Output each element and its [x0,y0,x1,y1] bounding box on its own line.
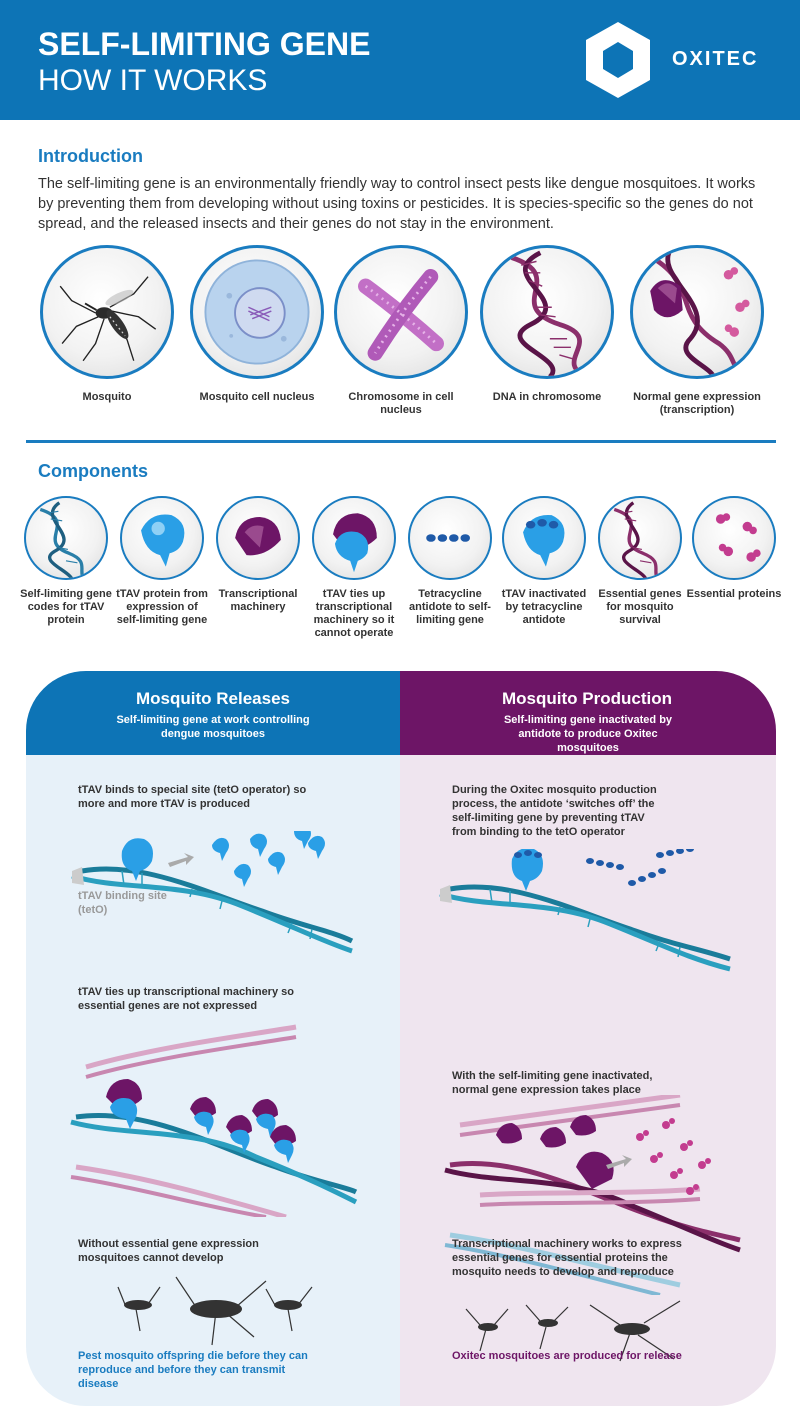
releases-title: Mosquito Releases [136,689,290,708]
healthy-mosquitoes-icon [465,1300,681,1362]
intro-heading: Introduction [38,146,143,166]
releases-body: tTAV binds to special site (tetO operato… [26,755,400,1406]
intro-text: The self-limiting gene is an environment… [38,176,756,232]
comparison-panel: Mosquito Releases Self-limiting gene at … [26,671,776,1406]
machinery-blocked-illustration [70,1024,358,1217]
proteins-icon [692,496,776,580]
releases-step3: Without essential gene expression mosqui… [78,1238,259,1264]
logo-text: OXITEC [672,48,759,70]
dna-icon [480,245,614,379]
releases-subtitle: Self-limiting gene at work controlling d… [116,714,310,740]
production-step2: With the self-limiting gene inactivated,… [452,1070,653,1096]
dead-mosquitoes-icon [117,1276,313,1346]
intro-caption-4: DNA in chromosome [492,391,602,403]
component-caption-3: Transcriptional machinery [218,588,298,613]
transcription-icon [630,245,764,379]
antidote-illustration [439,849,731,972]
releases-result: Pest mosquito offspring die before they … [78,1350,308,1390]
ttav-inactivated-icon [502,496,586,580]
production-title: Mosquito Production [502,689,672,708]
component-caption-2: tTAV protein from expression of self-lim… [116,588,208,626]
section-divider [26,440,776,443]
components-heading: Components [38,461,148,481]
binding-site-label: tTAV binding site (tetO) [78,890,167,916]
header-banner: SELF-LIMITING GENE HOW IT WORKS OXITEC [0,0,800,120]
chromosome-icon [334,245,468,379]
releases-step2: tTAV ties up transcriptional machinery s… [78,986,294,1012]
ttav-protein-icon [120,496,204,580]
component-caption-8: Essential proteins [686,588,782,600]
oxitec-logo-icon [586,22,650,98]
ttav-binding-illustration [71,831,354,954]
essential-genes-icon [598,496,682,580]
cell-nucleus-icon [190,245,324,379]
intro-caption-2: Mosquito cell nucleus [199,391,315,403]
component-caption-6: tTAV inactivated by tetracycline antidot… [501,588,587,626]
gene-expression-illustration [444,1095,741,1295]
component-caption-1: Self-limiting gene codes for tTAV protei… [20,588,112,626]
component-caption-5: Tetracycline antidote to self-limiting g… [409,588,491,626]
component-caption-4: tTAV ties up transcriptional machinery s… [313,588,395,639]
tetracycline-icon [408,496,492,580]
ttav-bound-icon [312,496,396,580]
production-body: During the Oxitec mosquito production pr… [400,755,776,1406]
transcriptional-machinery-icon [216,496,300,580]
releases-header: Mosquito Releases Self-limiting gene at … [26,671,400,755]
production-result: Oxitec mosquitoes are produced for relea… [452,1350,682,1362]
component-caption-7: Essential genes for mosquito survival [598,588,682,626]
releases-step1: tTAV binds to special site (tetO operato… [78,784,307,810]
self-limiting-gene-icon [24,496,108,580]
intro-caption-1: Mosquito [82,391,132,403]
production-subtitle: Self-limiting gene inactivated by antido… [503,714,673,754]
production-step1: During the Oxitec mosquito production pr… [452,784,657,838]
intro-caption-3: Chromosome in cell nucleus [348,391,454,416]
intro-caption-5: Normal gene expression (transcription) [633,391,761,416]
page-title: SELF-LIMITING GENE [38,26,371,62]
production-header: Mosquito Production Self-limiting gene i… [400,671,776,755]
mosquito-icon [40,245,174,379]
production-step3: Transcriptional machinery works to expre… [452,1238,682,1278]
page-subtitle: HOW IT WORKS [38,64,268,97]
